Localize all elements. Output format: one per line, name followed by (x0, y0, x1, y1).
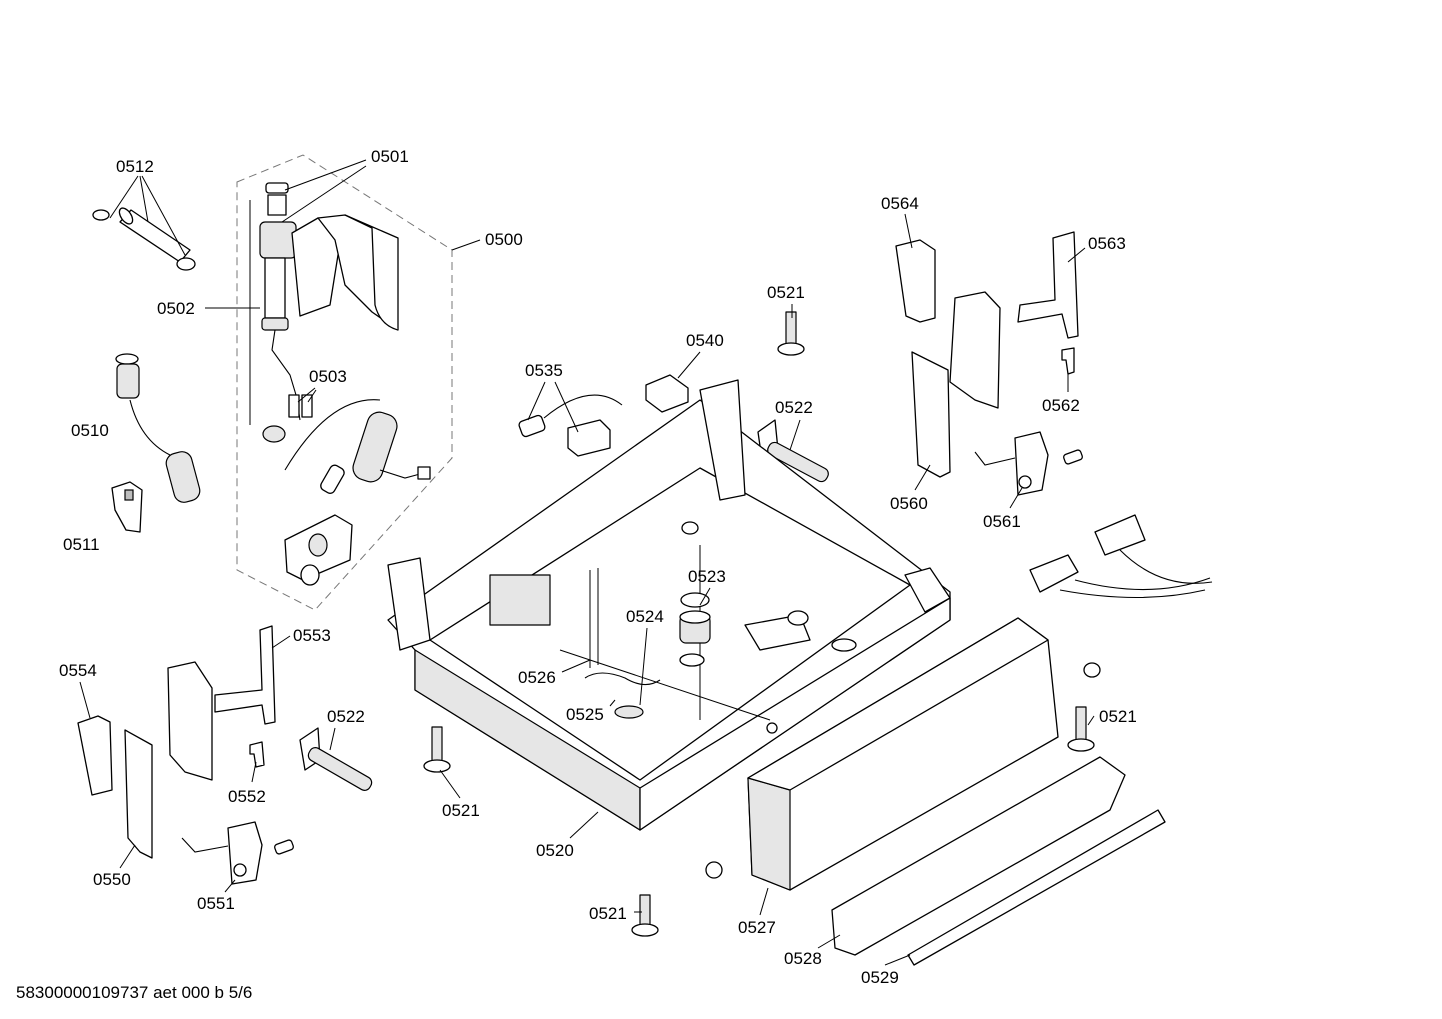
part-0528-trim (831, 756, 1126, 956)
part-0523-seal (680, 592, 710, 608)
callout-0512: 0512 (116, 157, 154, 176)
callout-0522-top: 0522 (775, 398, 813, 417)
callout-0524: 0524 (626, 607, 664, 626)
part-0502-water-inlet-valve (259, 182, 343, 443)
callout-0521-bottom: 0521 (589, 904, 627, 923)
part-0552-clip (249, 741, 265, 768)
callout-0560: 0560 (890, 494, 928, 513)
part-0553-bracket (214, 625, 276, 725)
callout-0551: 0551 (197, 894, 235, 913)
callout-0564: 0564 (881, 194, 919, 213)
part-0511-clip (111, 481, 143, 533)
part-0561-switch (974, 431, 1083, 496)
callout-0535: 0535 (525, 361, 563, 380)
part-0521-screw-right (1067, 662, 1101, 752)
part-0526-wire-sensor (584, 672, 661, 686)
part-0521-screw-left (423, 726, 451, 773)
callout-0527: 0527 (738, 918, 776, 937)
part-0520-base-tray (387, 379, 951, 831)
callout-0526: 0526 (518, 668, 556, 687)
callout-0550: 0550 (93, 870, 131, 889)
part-0527-kick-panel (747, 617, 1059, 891)
part-0500-hose (284, 399, 431, 494)
part-0524-sleeve (679, 610, 711, 644)
part-0512-hose (92, 207, 196, 271)
callout-0540: 0540 (686, 331, 724, 350)
part-0525-disc (614, 705, 644, 719)
callout-0528: 0528 (784, 949, 822, 968)
callout-0500: 0500 (485, 230, 523, 249)
part-0529-strip (907, 809, 1166, 966)
callout-0553: 0553 (293, 626, 331, 645)
part-0554-cover (77, 715, 113, 796)
part-0564-bracket (895, 239, 936, 323)
part-0510-coil-hose (115, 353, 201, 503)
part-0563-bracket (1017, 231, 1079, 339)
part-0550-plate (124, 661, 213, 859)
callout-0503: 0503 (309, 367, 347, 386)
callout-0522-left: 0522 (327, 707, 365, 726)
callout-0563: 0563 (1088, 234, 1126, 253)
part-0521-screw-small (705, 861, 723, 879)
callout-0552: 0552 (228, 787, 266, 806)
callout-0511: 0511 (63, 535, 100, 554)
callout-0523: 0523 (688, 567, 726, 586)
part-0521-screw-top (777, 311, 805, 356)
leader-lines (79, 159, 1095, 966)
part-0500-cover (317, 214, 399, 331)
part-0521-screw-bottom (631, 894, 659, 937)
part-wiring-harness (1029, 514, 1213, 599)
callout-0561: 0561 (983, 512, 1021, 531)
callout-0520: 0520 (536, 841, 574, 860)
callout-0562: 0562 (1042, 396, 1080, 415)
part-0551-switch (181, 821, 294, 885)
part-0500-bracket (284, 514, 353, 586)
callout-0502: 0502 (157, 299, 195, 318)
callout-0521-right: 0521 (1099, 707, 1137, 726)
part-0540-connector (645, 374, 689, 413)
callout-0521-top: 0521 (767, 283, 805, 302)
callout-0501: 0501 (371, 147, 409, 166)
callout-0510: 0510 (71, 421, 109, 440)
drawing-reference: 58300000109737 aet 000 b 5/6 (16, 983, 252, 1002)
callout-0554: 0554 (59, 661, 97, 680)
part-0535-cable (518, 394, 623, 457)
part-0560-mounting-plate (911, 291, 1001, 478)
part-0522-spring-left (299, 727, 373, 791)
callout-0525: 0525 (566, 705, 604, 724)
part-0562-clip (1061, 347, 1075, 375)
assembly-0500-boundary (236, 154, 453, 611)
callout-0521-left: 0521 (442, 801, 480, 820)
callout-0529: 0529 (861, 968, 899, 987)
